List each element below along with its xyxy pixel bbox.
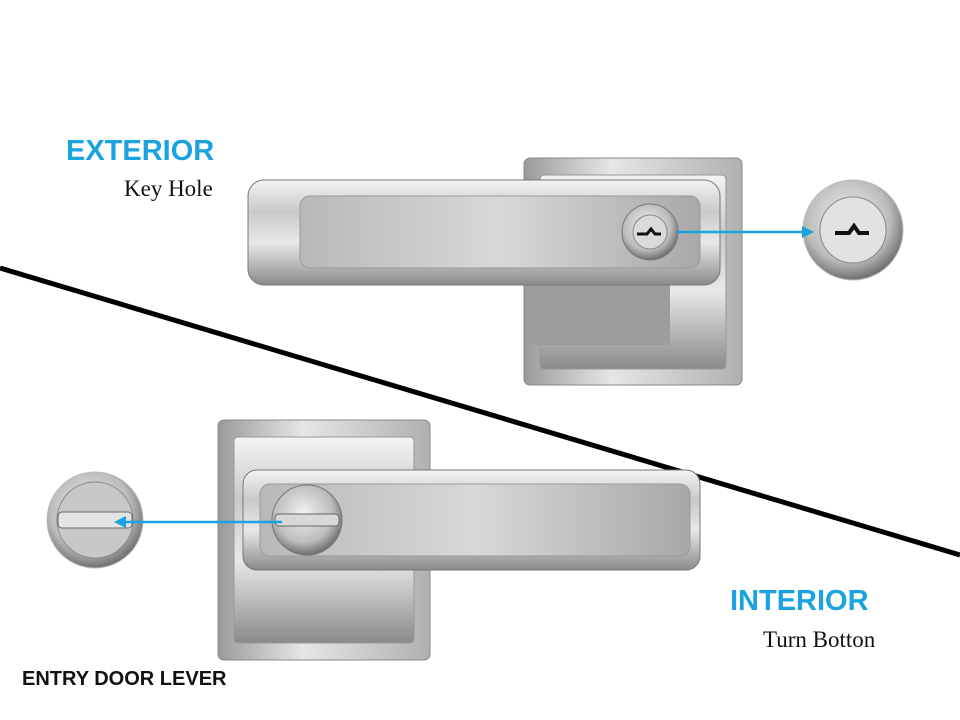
exterior-subtitle: Key Hole [124,176,213,201]
interior-arrow [114,516,282,528]
product-caption: ENTRY DOOR LEVER [22,668,227,690]
interior-lever [217,419,701,661]
divider-line [0,265,960,558]
turn-button-zoom [46,471,144,569]
exterior-title: EXTERIOR [66,135,215,167]
key-hole-zoom [802,179,904,281]
exterior-arrow [676,226,814,238]
interior-title: INTERIOR [730,585,869,617]
interior-subtitle: Turn Botton [763,627,876,652]
exterior-lever [247,157,743,386]
